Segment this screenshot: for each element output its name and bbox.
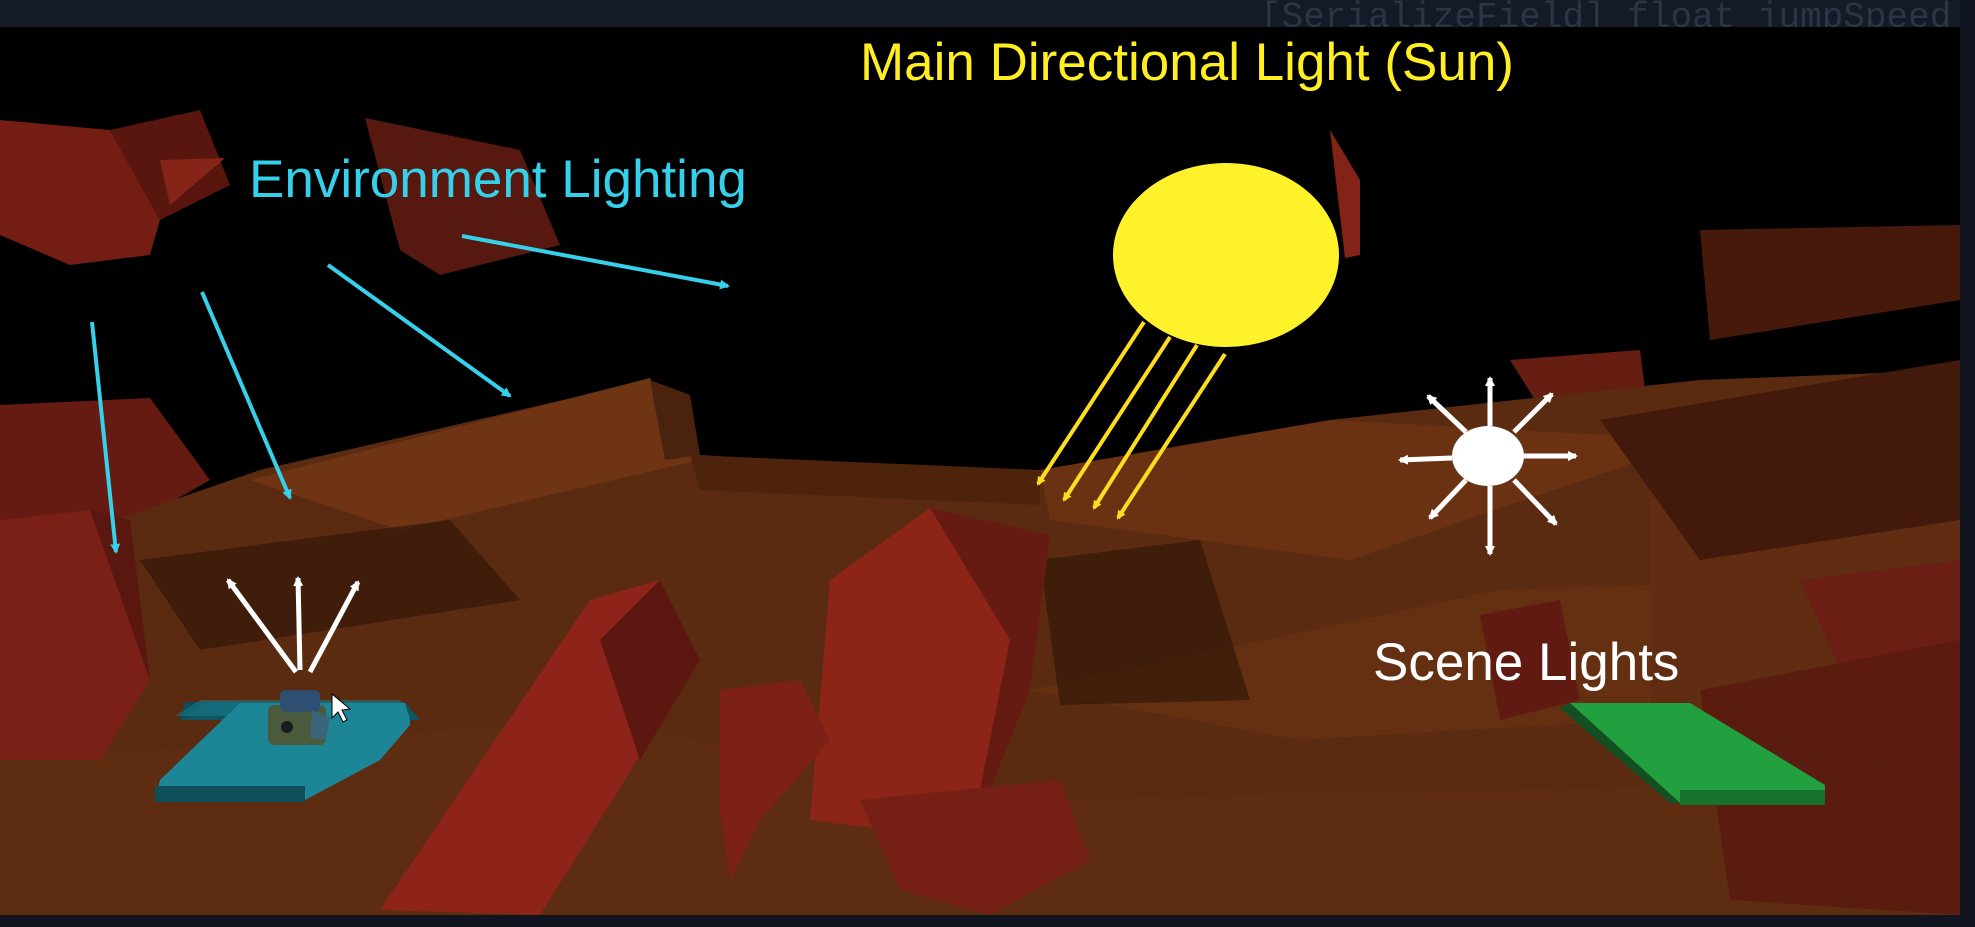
player-light-arrows [225,576,361,674]
environment-arrows [90,234,730,554]
environment-lighting-label: Environment Lighting [249,150,747,209]
frame-bottom-bar [0,915,1975,927]
scene-lights-label: Scene Lights [1373,633,1680,692]
sun-ray-arrows [1036,320,1227,520]
frame-right-bar [1960,0,1975,927]
main-directional-light-label: Main Directional Light (Sun) [860,33,1514,92]
goal-pad [1560,703,1825,805]
mouse-cursor-icon [331,692,352,723]
player-character-icon [268,690,330,745]
spawn-pad-edge [155,786,305,802]
background-rocks [0,110,1960,530]
point-light-burst-icon [1398,376,1578,556]
sun-circle-icon [1113,163,1339,347]
foreground-rocks [0,508,1960,915]
spawn-pad-top [155,703,410,800]
